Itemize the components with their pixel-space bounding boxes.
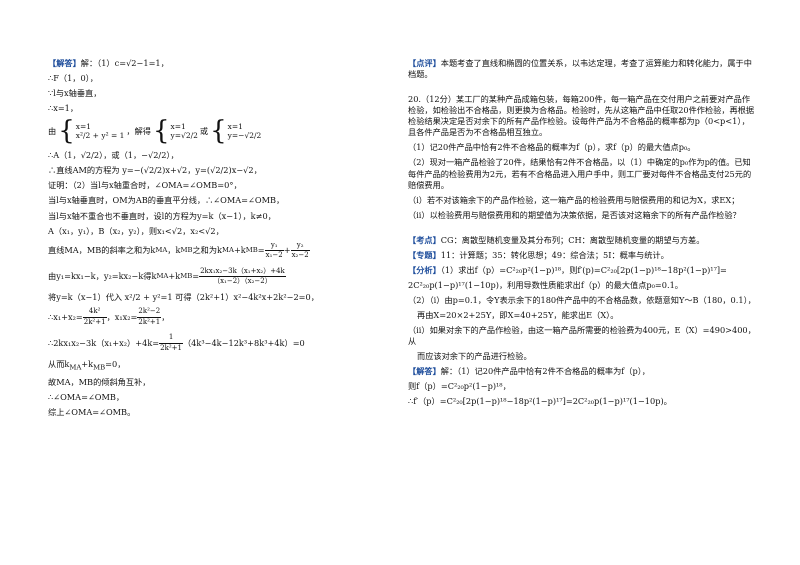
question-part-2-ii: （ii）以检验费用与赔偿费用和的期望值为决策依据，是否该对这箱余下的所有产品作检… bbox=[408, 209, 741, 220]
text-line: 证明：（2）当l与x轴重合时，∠OMA=∠OMB=0°， bbox=[48, 180, 242, 191]
analysis-part-2: （2）（i）由p=0.1，令Y表示余下的180件产品中的不合格品数，依题意知Y～… bbox=[408, 295, 756, 305]
knowledge-point: 【考点】CG：离散型随机变量及其分布列；CH：离散型随机变量的期望与方差。 bbox=[408, 234, 705, 245]
analysis-part-2-ii-b: 而应该对余下的产品进行检验。 bbox=[417, 351, 532, 362]
fraction: 2kx₁x₂−3k（x₁+x₂）+4k（x₁−2）（x₂−2） bbox=[199, 266, 286, 285]
brace-icon: { bbox=[152, 116, 170, 147]
analysis-part-2-b: 再由X=20×2+25Y，即X=40+25Y，能求出E（X）。 bbox=[417, 310, 619, 321]
text-line: 综上∠OMA=∠OMB。 bbox=[48, 407, 136, 418]
text-line: 故MA，MB的倾斜角互补， bbox=[48, 377, 151, 388]
question-part-1: （1）记20件产品中恰有2件不合格品的概率为f（p），求f（p）的最大值点p₀。 bbox=[408, 142, 696, 153]
brace-icon: { bbox=[58, 116, 75, 147]
topic-line: 【专题】11：计算题；35：转化思想；49：综合法；5I：概率与统计。 bbox=[408, 249, 669, 260]
text-line: 当l与x轴垂直时，OM为AB的垂直平分线，∴∠OMA=∠OMB， bbox=[48, 195, 285, 206]
text-line: ∴A（1，√2/2），或（1，−√2/2）， bbox=[48, 150, 179, 161]
solution-tag: 【解答】 bbox=[408, 366, 441, 377]
text-line: 将y=k（x−1）代入 x²/2 + y²=1 可得（2k²+1）x²−4k²x… bbox=[48, 292, 319, 303]
question-part-2-i: （i）若不对该箱余下的产品作检验，这一箱产品的检验费用与赔偿费用的和记为X，求E… bbox=[408, 194, 740, 205]
analysis-continued: 2C²₂₀p(1−p)¹⁷(1−10p)，利用导数性质能求出f（p）的最大值点p… bbox=[408, 279, 683, 290]
analysis-part-2-ii: （ii）如果对余下的产品作检验，由这一箱产品所需要的检验费为400元，E（X）=… bbox=[408, 325, 756, 347]
comment-paragraph: 【点评】本题考查了直线和椭圆的位置关系，以韦达定理，考查了运算能力和转化能力，属… bbox=[408, 58, 752, 80]
text-line: ∴F（1，0）， bbox=[48, 73, 98, 84]
analysis-line: 【分析】（1）求出f（p）=C²₂₀p²(1−p)¹⁸，则f′(p)=C²₂₀[… bbox=[408, 264, 727, 275]
comment-tag: 【点评】 bbox=[408, 58, 441, 68]
question-20-stem: 20.（12分）某工厂的某种产品成箱包装，每箱200件，每一箱产品在交付用户之前… bbox=[408, 94, 755, 138]
text-line: 当l与x轴不重合也不垂直时，设l的方程为y=k（x−1），k≠0， bbox=[48, 210, 276, 221]
solution-line-2: 则f（p）=C²₂₀p²(1−p)¹⁸， bbox=[408, 381, 511, 392]
answer-tag: 【解答】 bbox=[48, 58, 81, 68]
text-line: ∴∠OMA=∠OMB， bbox=[48, 392, 125, 403]
text-line: ∴直线AM的方程为 y=−(√2/2)x+√2，y=(√2/2)x−√2， bbox=[48, 165, 262, 176]
right-column: 【点评】本题考查了直线和椭圆的位置关系，以韦达定理，考查了运算能力和转化能力，属… bbox=[408, 58, 756, 412]
brace-icon: { bbox=[210, 116, 227, 147]
text-line: ∵l与x轴垂直， bbox=[48, 88, 102, 99]
left-column: 【解答】解：（1）c=√2−1=1， ∴F（1，0）， ∵l与x轴垂直， ∴x=… bbox=[48, 58, 378, 422]
text-line: 从而kMA+kMB=0， bbox=[48, 359, 126, 372]
topic-tag: 【专题】 bbox=[408, 249, 441, 260]
answer-line-1: 【解答】解：（1）c=√2−1=1， bbox=[48, 58, 169, 68]
solution-line-3: ∴f′（p）=C²₂₀[2p(1−p)¹⁸−18p²(1−p)¹⁷]=2C²₂₀… bbox=[408, 396, 672, 407]
text-line: ∴x=1， bbox=[48, 103, 79, 114]
analysis-tag: 【分析】 bbox=[408, 264, 441, 275]
solution-line: 【解答】解：（1）记20件产品中恰有2件不合格品的概率为f（p）， bbox=[408, 366, 650, 377]
text-line: A（x₁，y₁），B（x₂，y₂），则x₁<√2，x₂<√2， bbox=[48, 225, 224, 236]
knowledge-tag: 【考点】 bbox=[408, 234, 441, 245]
question-part-2: （2）现对一箱产品检验了20件，结果恰有2件不合格品，以（1）中确定的p₀作为p… bbox=[408, 157, 752, 190]
